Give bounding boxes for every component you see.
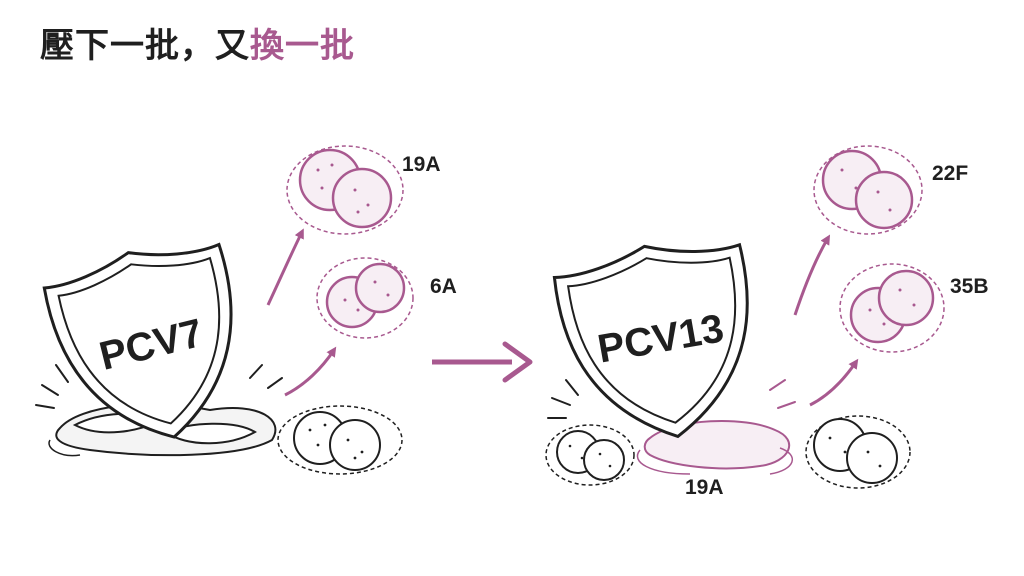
left-arrow-down [284, 346, 337, 397]
right-arrow-up [793, 234, 831, 316]
left-escaped-bacteria-bottom [316, 257, 414, 339]
left-impact-lines [35, 364, 283, 409]
right-serotype-bottom-label: 35B [950, 275, 989, 298]
right-escaped-bacteria-top [813, 145, 923, 235]
title-accent: 換一批 [250, 26, 355, 66]
right-impact-lines [547, 379, 579, 419]
left-intact-bacteria-pair [277, 405, 403, 475]
right-serotype-top-label: 22F [932, 162, 968, 185]
right-intact-bacteria-left [545, 424, 635, 486]
right-intact-bacteria-right [805, 415, 911, 489]
title-prefix: 壓下一批，又 [40, 26, 250, 66]
shield-icon: PCV7 [42, 242, 233, 439]
transition-arrow-head [502, 341, 533, 383]
left-serotype-bottom-label: 6A [430, 275, 457, 298]
left-arrow-up [266, 228, 304, 306]
right-arrow-down [809, 358, 859, 407]
left-serotype-top-label: 19A [402, 153, 441, 176]
left-escaped-bacteria-top [286, 145, 404, 235]
shield-icon: PCV13 [552, 242, 749, 439]
page-title: 壓下一批，又換一批 [40, 18, 355, 67]
right-escaped-bacteria-bottom [839, 263, 945, 353]
right-suppressed-label: 19A [685, 476, 724, 499]
